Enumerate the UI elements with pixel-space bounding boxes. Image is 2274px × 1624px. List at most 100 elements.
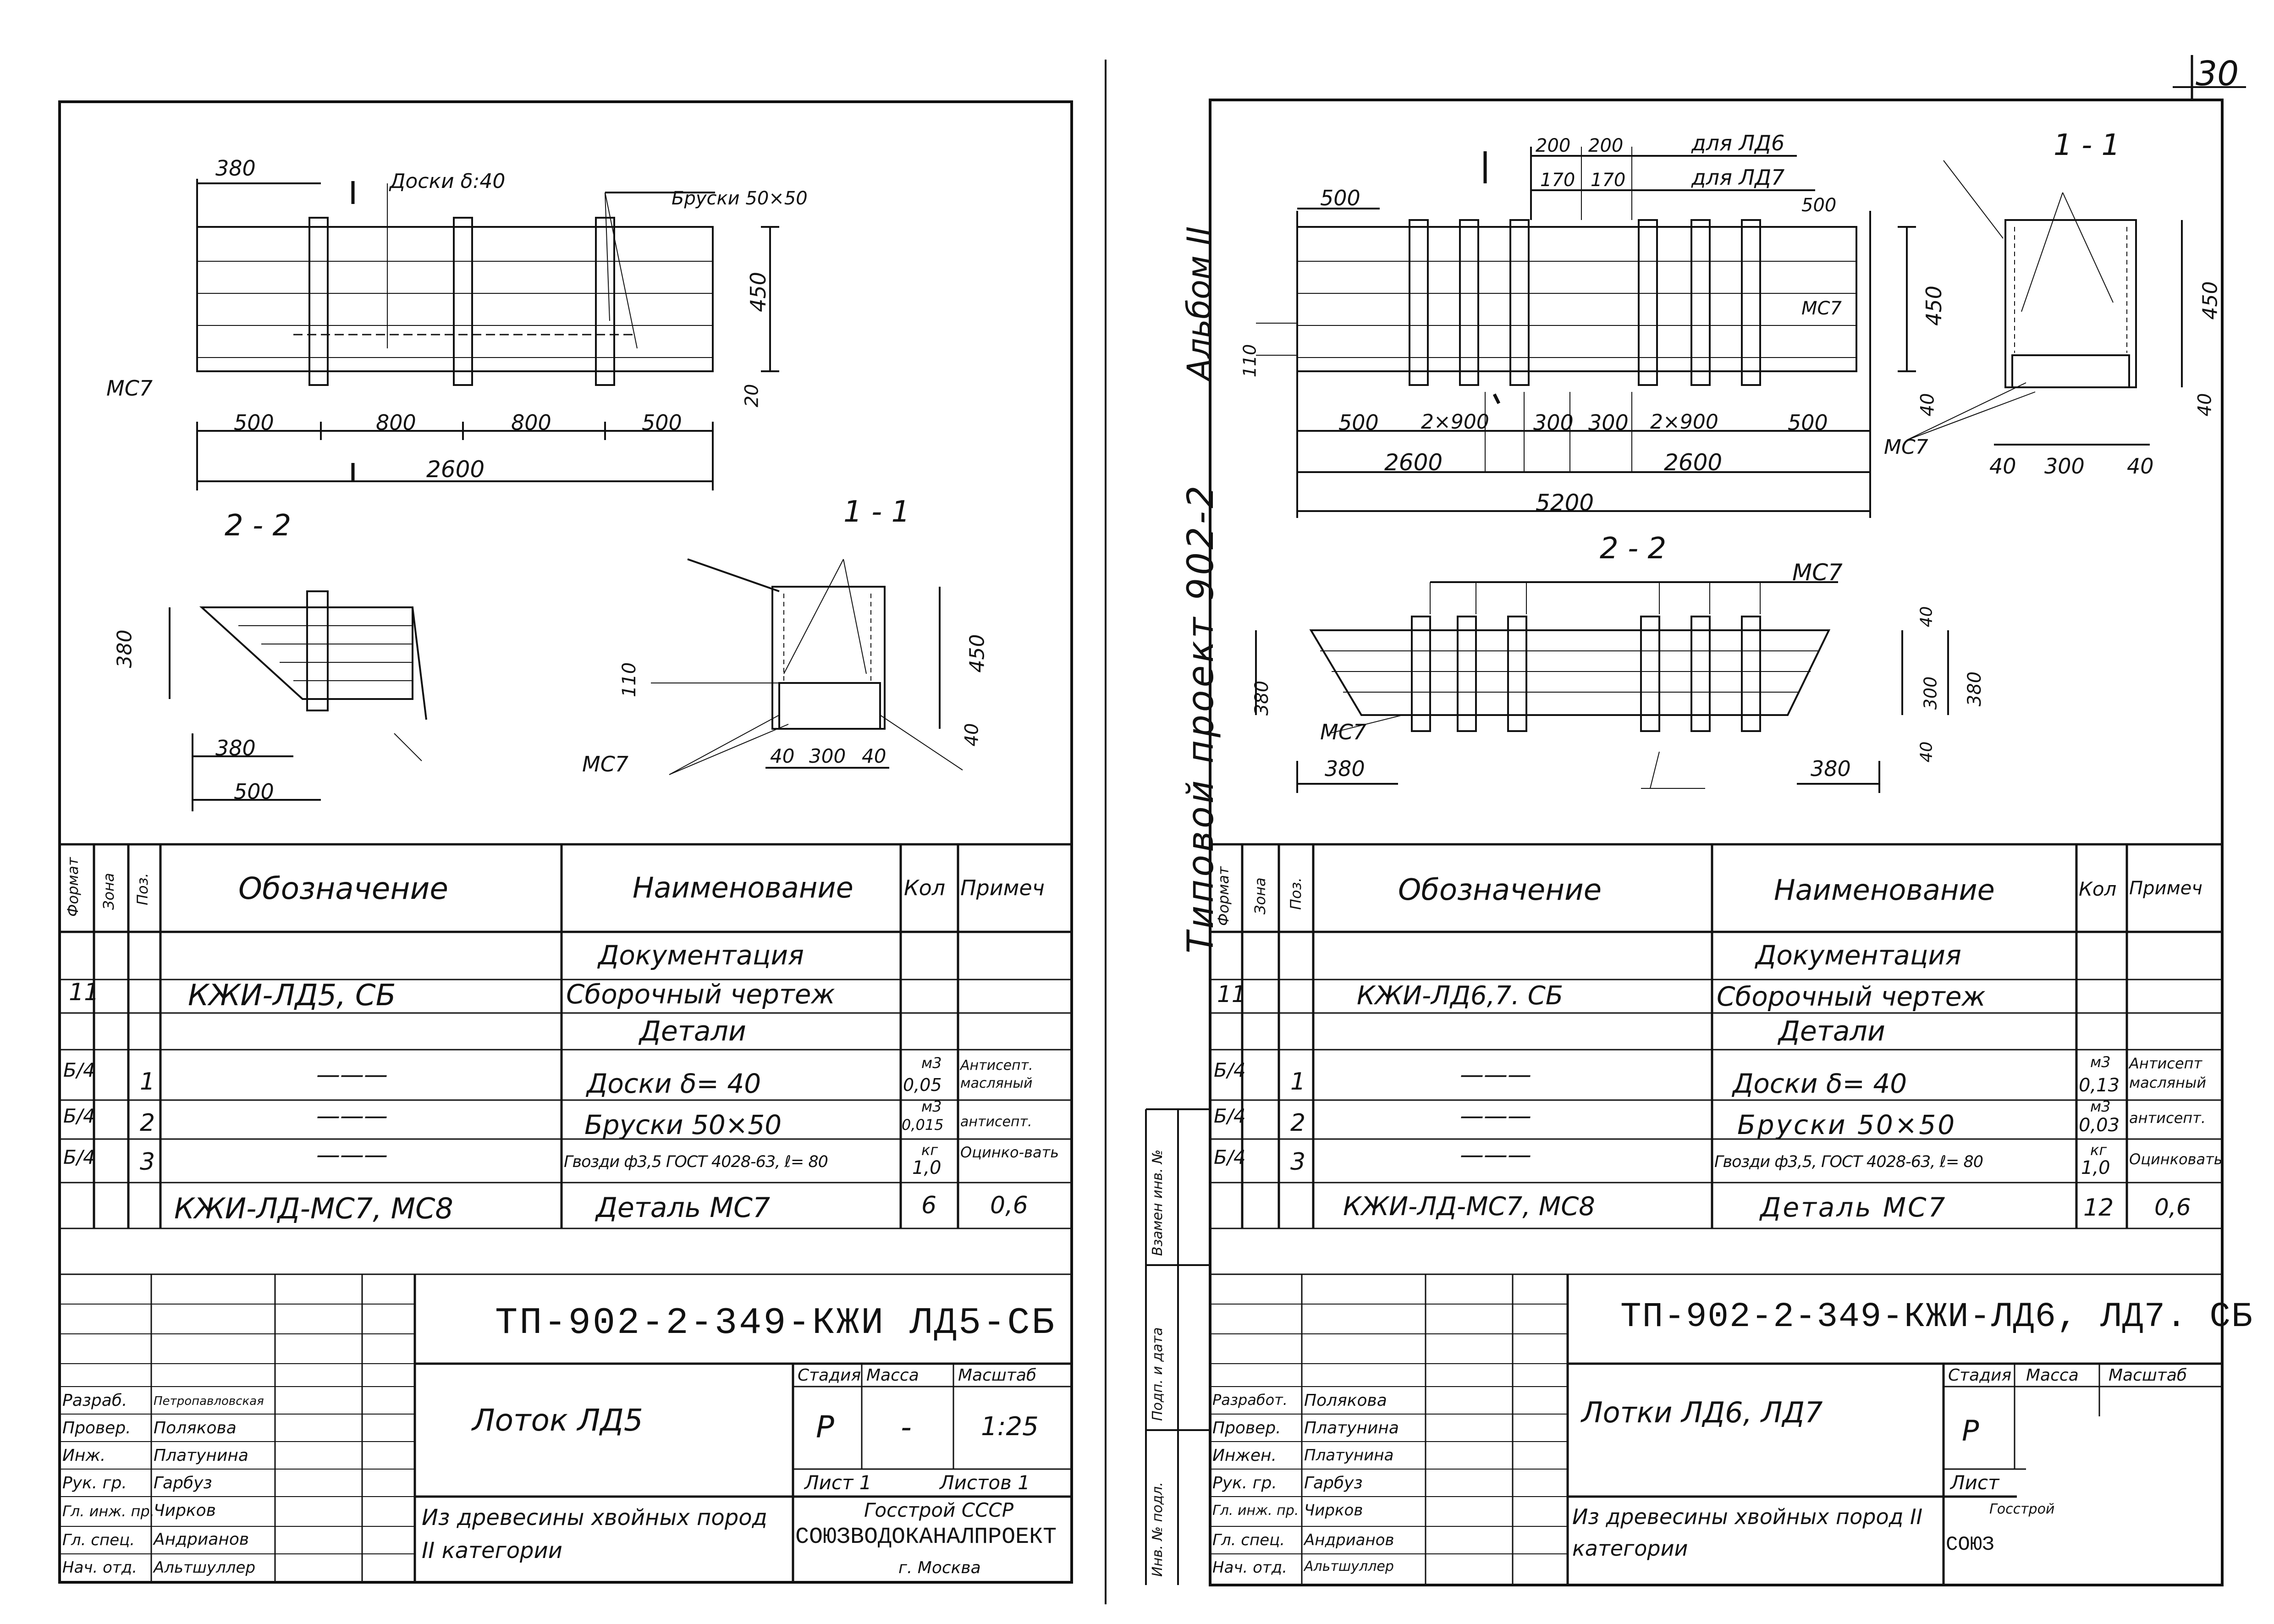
row-name: Документация — [598, 940, 804, 971]
row-note: Антисепт масляный — [2129, 1055, 2207, 1091]
for-ld6: для ЛД6 — [1691, 131, 1785, 155]
stage-label: Стадия — [798, 1366, 861, 1385]
sig-name: Платунина — [1304, 1419, 1399, 1437]
row-note: Оцинко-вать — [960, 1144, 1059, 1161]
right-section-11-title: 1 - 1 — [2054, 128, 2120, 162]
dim: 40 — [770, 745, 795, 767]
dim: 450 — [965, 634, 989, 673]
left-plan-view — [196, 179, 779, 490]
dim: 300 — [809, 745, 846, 767]
sheet-label: Лист 1 — [804, 1471, 872, 1494]
row-qty: 0,05 — [903, 1075, 942, 1095]
dim: 380 — [1325, 756, 1365, 781]
dim: 40 — [1989, 454, 2016, 479]
stage-value: Р — [1962, 1414, 1979, 1448]
row-pos: 2 — [140, 1109, 155, 1137]
mass-label: Масса — [2026, 1366, 2079, 1385]
row-qty: 0,03 — [2079, 1115, 2120, 1136]
dim: 300 — [1588, 410, 1629, 435]
dim: 2×900 — [1421, 410, 1489, 434]
dim: 380 — [1251, 680, 1273, 716]
row-designation: ——— — [316, 1102, 388, 1130]
right-plan-view — [1256, 147, 1916, 518]
row-name: Гвозди ф3,5 ГОСТ 4028-63, ℓ= 80 — [564, 1153, 828, 1171]
sig-name: Платунина — [154, 1446, 248, 1465]
sig-role: Разработ. — [1212, 1391, 1288, 1409]
dim: 2600 — [1664, 449, 1723, 476]
sig-name: Андрианов — [1304, 1531, 1394, 1549]
dim: 500 — [1338, 410, 1379, 435]
left-mc7-label: МС7 — [106, 376, 153, 401]
row-designation: КЖИ-ЛД-МС7, МС8 — [1343, 1192, 1595, 1222]
row-name: Детали — [1778, 1015, 1885, 1047]
dim: 40 — [961, 723, 983, 747]
sig-role: Гл. спец. — [1212, 1531, 1285, 1549]
row-name: Деталь МС7 — [1760, 1192, 1947, 1223]
mass-label: Масса — [866, 1366, 919, 1385]
right-mc7-label-3: МС7 — [1792, 559, 1843, 586]
row-pos: 3 — [1290, 1148, 1306, 1176]
row-note: Оцинковать — [2129, 1151, 2223, 1168]
dim: 2600 — [426, 456, 485, 483]
row-name: Доски δ= 40 — [1733, 1068, 1907, 1099]
right-section-11 — [1906, 160, 2183, 446]
org2: СОЮЗ — [1946, 1533, 1994, 1556]
side-stamp-1: Подп. и дата — [1150, 1327, 1166, 1421]
stage-value: Р — [816, 1409, 834, 1445]
row-name: Бруски 50×50 — [584, 1109, 782, 1140]
dim: 450 — [2198, 281, 2222, 320]
org1: Госстрой СССР — [864, 1499, 1014, 1521]
hdr-note: Примеч — [960, 875, 1045, 900]
sig-name: Полякова — [154, 1419, 237, 1437]
row-qty: 12 — [2083, 1194, 2114, 1222]
hdr-format: Формат — [1215, 866, 1232, 926]
row-pos: 3 — [140, 1148, 155, 1176]
left-mc7-label-2: МС7 — [582, 752, 629, 776]
dim: 450 — [1921, 286, 1946, 326]
sig-name: Гарбуз — [1304, 1474, 1363, 1492]
row-qty: 0,015 — [902, 1116, 944, 1134]
hdr-zone: Зона — [1251, 877, 1269, 914]
sig-role: Рук. гр. — [1212, 1474, 1277, 1492]
row-qty-unit: м3 — [921, 1098, 942, 1115]
row-format: Б/4 — [1214, 1105, 1246, 1127]
row-qty-unit: м3 — [2090, 1098, 2111, 1115]
hdr-qty: Кол — [2079, 878, 2117, 900]
right-sheet-frame — [1209, 99, 2224, 1586]
dim: 300 — [2044, 454, 2085, 479]
row-designation: КЖИ-ЛД-МС7, МС8 — [174, 1192, 453, 1225]
dim: 380 — [215, 156, 256, 181]
dim: 380 — [113, 629, 137, 668]
stage-label: Стадия — [1948, 1366, 2012, 1385]
mass-value: - — [901, 1409, 912, 1445]
right-mc7-label-4: МС7 — [1320, 720, 1367, 744]
row-qty-unit: м3 — [2090, 1053, 2111, 1071]
for-ld7: для ЛД7 — [1691, 165, 1785, 190]
row-name: Доски δ= 40 — [587, 1068, 761, 1099]
dim: 170 — [1591, 170, 1626, 191]
left-title-code: ТП-902-2-349-КЖИ ЛД5-СБ — [495, 1302, 1056, 1344]
dim: 40 — [1917, 393, 1938, 417]
dim: 450 — [745, 272, 771, 312]
row-note: антисепт. — [2129, 1109, 2206, 1127]
scale-label: Масштаб — [2109, 1366, 2187, 1385]
hdr-pos: Поз. — [1287, 877, 1305, 910]
dim: 40 — [862, 745, 886, 767]
row-format: 11 — [69, 979, 99, 1006]
row-name: Сборочный чертеж — [566, 979, 835, 1010]
row-name: Деталь МС7 — [596, 1192, 771, 1224]
right-title-code: ТП-902-2-349-КЖИ-ЛД6, ЛД7. СБ — [1620, 1297, 2253, 1337]
dim: 300 — [1533, 410, 1574, 435]
side-stamp-0: Взамен инв. № — [1150, 1149, 1166, 1256]
right-item-name: Лотки ЛД6, ЛД7 — [1581, 1396, 1823, 1429]
left-material: Из древесины хвойных пород II категории — [422, 1505, 767, 1563]
row-note: Антисепт. масляный — [960, 1057, 1033, 1091]
left-sheet-frame — [58, 100, 1073, 1584]
sheet-label: Лист — [1950, 1471, 1999, 1494]
sig-name: Альтшуллер — [1304, 1558, 1394, 1574]
right-section-22 — [1255, 581, 1949, 793]
dim: 800 — [376, 410, 416, 435]
left-section-11-title: 1 - 1 — [843, 495, 910, 529]
row-designation: ——— — [316, 1141, 388, 1169]
dim: 2600 — [1384, 449, 1443, 476]
